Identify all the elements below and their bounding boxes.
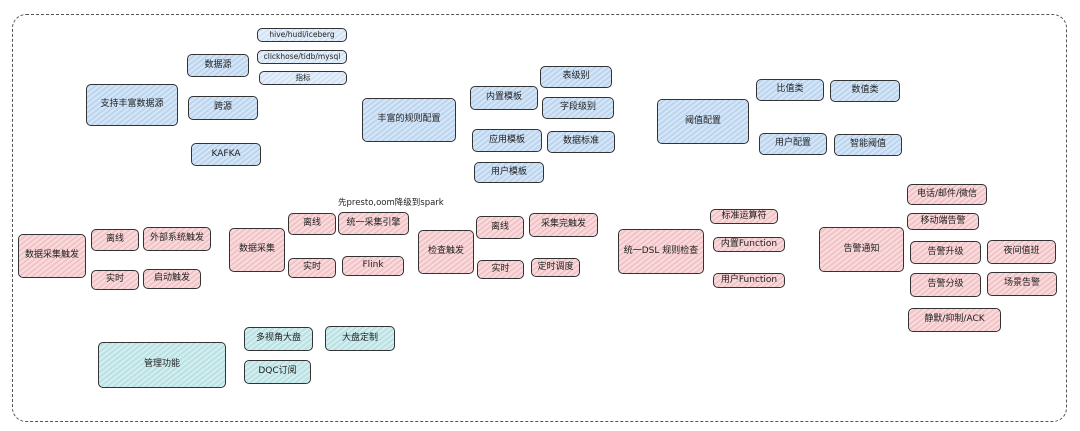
node-table-level[interactable]: 表级别 [540,66,612,88]
diagram-frame [12,14,1067,422]
node-builtin-template[interactable]: 内置模板 [470,86,538,110]
node-multi-dashboard[interactable]: 多视角大盘 [244,327,313,351]
node-collect-realtime[interactable]: 实时 [288,258,336,278]
node-user-config[interactable]: 用户配置 [759,133,827,155]
node-ds-ck[interactable]: clickhose/tidb/mysql [257,50,347,64]
node-std-operator[interactable]: 标准运算符 [710,209,778,224]
node-alert-mobile[interactable]: 移动端告警 [907,213,979,230]
node-manage-root[interactable]: 管理功能 [98,342,226,388]
node-chk-realtime[interactable]: 实时 [477,260,524,279]
node-alert-mute[interactable]: 静默/抑制/ACK [908,308,1001,332]
node-chk-schedule[interactable]: 定时调度 [531,258,580,277]
node-chk-offline[interactable]: 离线 [476,216,524,239]
node-numeric[interactable]: 数值类 [830,80,900,102]
collect-note: 先presto,oom降级到spark [338,198,444,208]
node-alert-scene[interactable]: 场景告警 [987,272,1057,296]
node-ct-startup[interactable]: 启动触发 [143,269,201,289]
node-chk-after-collect[interactable]: 采集完触发 [529,213,598,237]
node-alert-upgrade[interactable]: 告警升级 [910,241,981,264]
node-ct-external[interactable]: 外部系统触发 [143,227,211,251]
node-ct-offline[interactable]: 离线 [91,229,139,251]
node-user-template[interactable]: 用户模板 [474,162,544,183]
node-alert-night[interactable]: 夜间值班 [987,240,1056,264]
node-threshold-root[interactable]: 阈值配置 [657,99,749,144]
node-alert-root[interactable]: 告警通知 [819,227,904,272]
node-ds-hive[interactable]: hive/hudi/iceberg [257,28,347,42]
node-collect-trigger-root[interactable]: 数据采集触发 [18,234,86,278]
node-collect-engine[interactable]: 统一采集引擎 [338,212,409,235]
node-check-trigger-root[interactable]: 检查触发 [418,230,474,274]
node-smart-threshold[interactable]: 智能阈值 [834,134,902,156]
node-alert-grade[interactable]: 告警分级 [910,273,981,297]
node-custom-dashboard[interactable]: 大盘定制 [325,326,395,351]
node-ct-realtime[interactable]: 实时 [91,270,139,290]
node-ds-metric[interactable]: 指标 [259,71,347,85]
node-alert-phone[interactable]: 电话/邮件/微信 [907,184,987,205]
node-datasource[interactable]: 数据源 [187,54,249,77]
node-field-level[interactable]: 字段级别 [542,97,614,119]
node-user-function[interactable]: 用户Function [713,273,785,288]
node-collect-root[interactable]: 数据采集 [229,228,285,272]
node-collect-flink[interactable]: Flink [342,256,404,276]
node-app-template[interactable]: 应用模板 [472,129,542,152]
node-cross-source[interactable]: 跨源 [188,96,258,120]
node-builtin-function[interactable]: 内置Function [713,237,785,252]
node-data-standard[interactable]: 数据标准 [547,131,615,153]
node-rules-root[interactable]: 丰富的规则配置 [362,98,456,142]
node-datasource-root[interactable]: 支持丰富数据源 [86,84,178,126]
node-kafka[interactable]: KAFKA [191,143,261,166]
node-ratio[interactable]: 比值类 [756,79,824,101]
node-dqc-subscribe[interactable]: DQC订阅 [244,360,311,384]
node-collect-offline[interactable]: 离线 [288,213,336,235]
node-dsl-root[interactable]: 统一DSL 规则检查 [618,229,704,274]
